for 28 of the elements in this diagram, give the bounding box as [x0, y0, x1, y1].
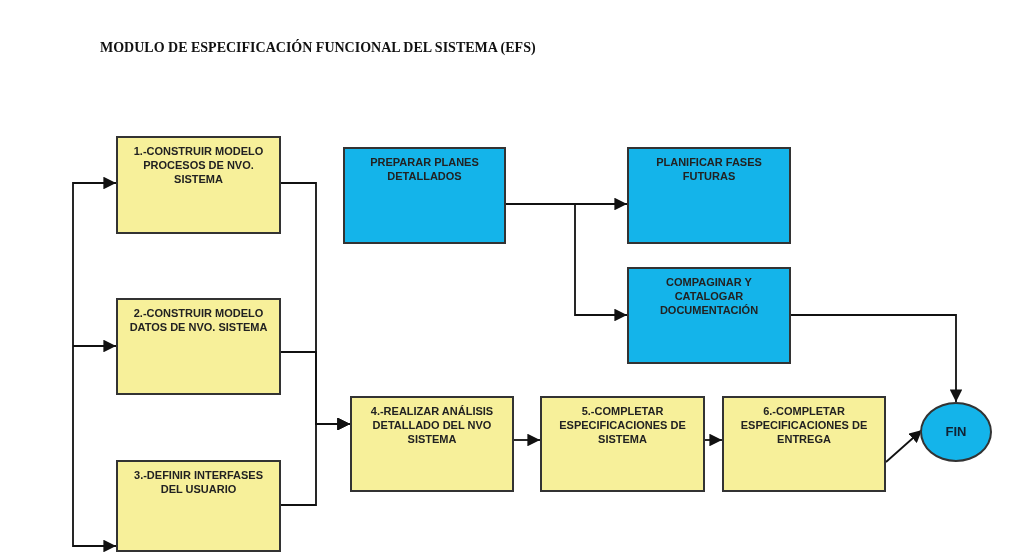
- arrow: [704, 433, 723, 447]
- arrow: [790, 314, 963, 403]
- process-box: [116, 298, 281, 395]
- box-text: PLANIFICAR FASES FUTURAS: [655, 155, 763, 183]
- process-box: [722, 396, 886, 492]
- box-text: 4.-REALIZAR ANÁLISIS DETALLADO DEL NVO SISTEMA: [369, 404, 495, 446]
- process-box: [116, 460, 281, 552]
- process-box: [350, 396, 514, 492]
- process-box: [116, 136, 281, 234]
- box-text: PREPARAR PLANES DETALLADOS: [369, 155, 480, 183]
- arrow: [280, 417, 351, 506]
- process-box: [540, 396, 705, 492]
- box-text: 6.-COMPLETAR ESPECIFICACIONES DE ENTREGA: [739, 404, 869, 446]
- box-text: 5.-COMPLETAR ESPECIFICACIONES DE SISTEMA: [558, 404, 687, 446]
- box-text: COMPAGINAR Y CATALOGAR DOCUMENTACIÓN: [658, 275, 760, 317]
- arrow: [72, 339, 117, 353]
- arrow: [505, 203, 628, 322]
- process-box: [627, 147, 791, 244]
- box-text: 2.-CONSTRUIR MODELO DATOS DE NVO. SISTEMA: [128, 306, 269, 334]
- arrow: [72, 345, 117, 553]
- arrow: [72, 176, 117, 347]
- box-text: 1.-CONSTRUIR MODELO PROCESOS DE NVO. SISTEMA: [132, 144, 265, 186]
- diagram-title: MODULO DE ESPECIFICACIÓN FUNCIONAL DEL SISTEMA (EFS): [100, 40, 536, 56]
- box-text: 3.-DEFINIR INTERFASES DEL USUARIO: [133, 468, 264, 496]
- process-box: [343, 147, 506, 244]
- box-text: FIN: [945, 425, 967, 439]
- arrow: [513, 433, 541, 447]
- process-box: [627, 267, 791, 364]
